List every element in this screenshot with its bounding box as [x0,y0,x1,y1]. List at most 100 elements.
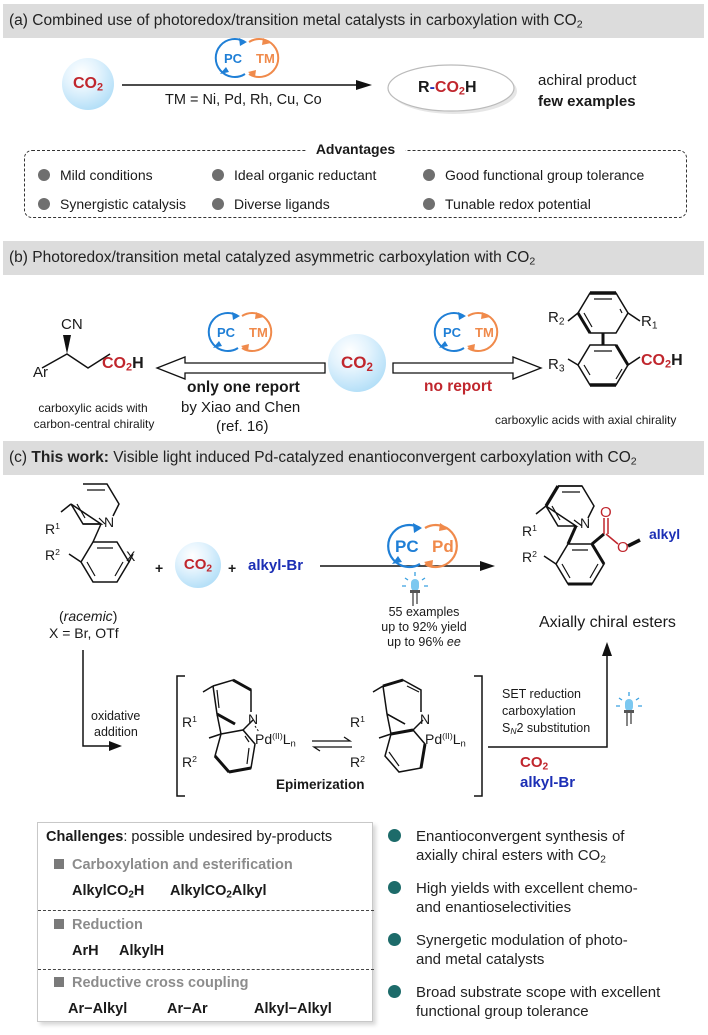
co2h-label: CO2H [102,355,144,373]
reagent-co2: CO2 [520,754,549,773]
superscript: 1 [532,523,537,534]
r2-label: R2 [45,547,60,563]
category-name: Carboxylation and esterification [72,857,293,873]
r1-label: R1 [350,714,365,730]
bullet-icon [38,169,50,181]
bullet-icon [212,169,224,181]
byproduct-text: H [133,883,145,899]
axially-chiral-esters-caption: Axially chiral esters [539,614,676,631]
advantage-item: Tunable redox potential [423,196,591,212]
product-ellipse [387,64,517,114]
dashed-divider [38,969,374,970]
ee-label: ee [446,635,461,649]
ester-product-structure [535,485,641,586]
pc-label: PC [395,537,419,556]
equilibrium-arrows-icon [311,736,353,752]
pc-label: PC [443,325,462,340]
bullet-icon [388,933,401,946]
pc-cycle-icon [214,38,247,78]
r2-label: R2 [522,549,537,565]
results-examples: 55 examples [388,605,460,619]
subscript: 3 [558,363,565,375]
n-label: N [580,515,591,531]
byproduct: Alkyl−Alkyl [254,1001,332,1017]
palladacycle-structure-2 [372,678,427,773]
advantages-title: Advantages [305,141,406,157]
no-report: no report [424,378,493,395]
square-bullet-icon [54,859,64,869]
product-rco2h: R-CO2H [418,79,477,97]
byproduct: AlkylH [119,943,165,959]
racemic-label: (racemic) [59,608,118,624]
feature-line-2: functional group tolerance [416,1003,589,1020]
reaction-arrow-a [122,80,372,90]
blue-led-icon [616,692,642,726]
s-text: S [502,721,511,735]
tm-condition: TM = Ni, Pd, Rh, Cu, Co [165,92,322,108]
co2-text: CO [72,75,97,92]
this-work-label: This work: [31,449,109,466]
feature-line-2: and enantioselectivities [416,899,572,916]
right-caption: carboxylic acids with axial chirality [495,413,677,427]
results-ee: up to 96% ee [364,635,484,649]
r-text: R [45,521,56,537]
tm-label: TM [475,325,494,340]
catalyst-cycle-icon-left: PC TM [207,312,273,352]
r-text: R [182,754,193,770]
dashed-divider [38,910,374,911]
few-examples-note: few examples [538,93,636,110]
advantage-item: Good functional group tolerance [423,167,644,183]
bullet-icon [423,198,435,210]
feature-text: Synergetic modulation of photo-and metal… [416,931,628,969]
subscript: 2 [366,361,373,374]
ref-16: (ref. 16) [216,418,269,435]
byproduct-text: AlkylCO [170,883,227,899]
plus-sign: + [155,560,164,576]
challenge-category: Carboxylation and esterification [54,857,293,873]
bullet-icon [388,985,401,998]
feature-line-1: Broad substrate scope with excellent [416,984,661,1001]
challenge-category: Reduction [54,917,143,933]
r-text: R [418,79,430,96]
catalyst-cycle-icon: PC TM [214,38,280,78]
tm-cycle-icon [241,312,273,352]
sn2-text: 2 substitution [516,721,591,735]
r2-label: R2 [350,754,365,770]
carbonyl-o-label: O [600,504,612,521]
square-bullet-icon [54,919,64,929]
co2-bubble-c: CO2 [175,542,221,588]
n-label: N [420,711,431,727]
superscript: 1 [192,714,197,725]
final-step-arrow [488,642,612,748]
r-text: R [350,754,361,770]
r-text: R [45,547,56,563]
feature-line-2: and metal catalysts [416,951,545,968]
byproduct-text: AlkylCO [72,883,129,899]
co2h-label: CO2H [641,352,683,370]
subscript: 2 [558,316,565,328]
subscript: 2 [126,361,133,374]
feature-line-1: High yields with excellent chemo- [416,880,638,897]
l-text: L [452,731,461,747]
superscript: 1 [360,714,365,725]
challenges-title: Challenges [46,829,124,845]
step-set-reduction: SET reduction [502,687,581,701]
bullet-icon [38,198,50,210]
advantage-text: Good functional group tolerance [445,167,645,183]
subscript: 2 [529,255,536,268]
bullet-icon [388,829,401,842]
r-text: R [522,523,533,539]
pd-cycle-icon [424,523,458,569]
bullet-icon [388,881,401,894]
epimerization-label: Epimerization [276,777,365,792]
feature-line-2: axially chiral esters with CO [416,847,601,864]
substrate-structure [60,483,134,583]
advantage-item: Ideal organic reductant [212,167,376,183]
byproduct: AlkylCO2H [72,883,145,900]
r1-label: R1 [522,523,537,539]
pc-label: PC [224,51,243,66]
subscript: 2 [542,761,549,773]
category-name: Reductive cross coupling [72,975,249,991]
hollow-arrow-left [155,356,326,380]
pc-cycle-icon [433,312,465,352]
